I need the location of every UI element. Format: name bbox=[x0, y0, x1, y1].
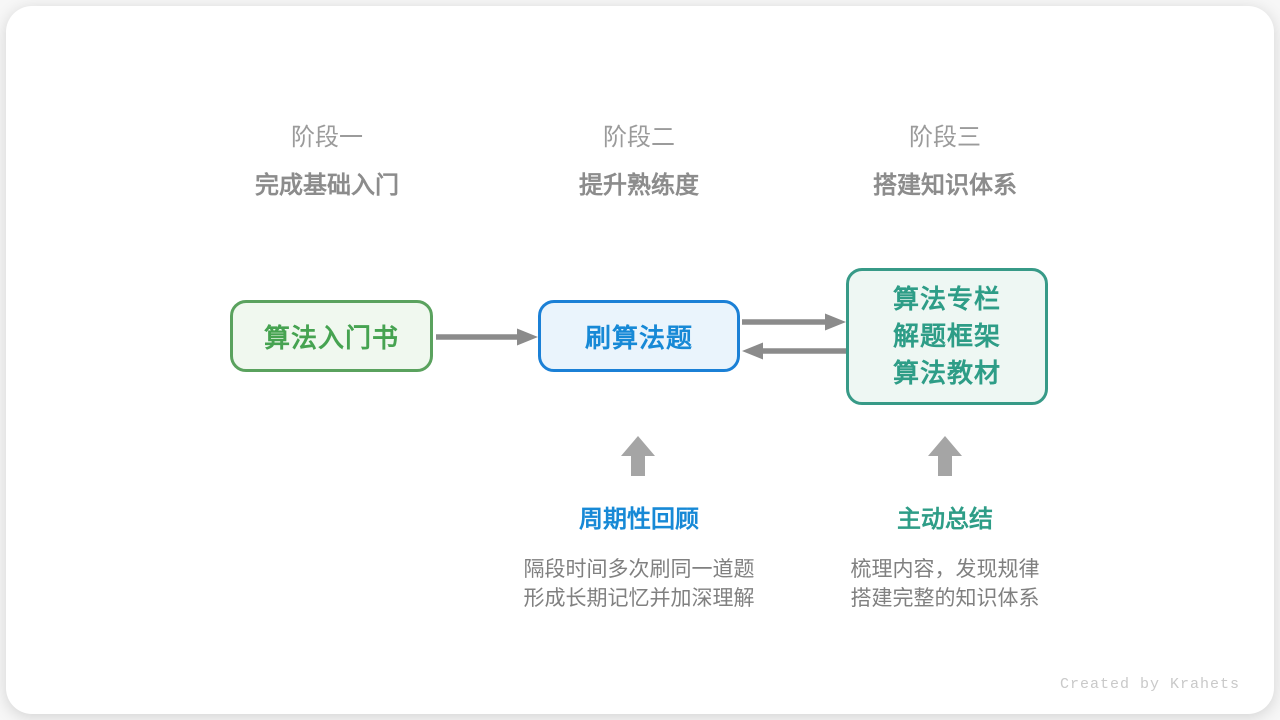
arrow-up-icon bbox=[928, 436, 962, 476]
method-periodic-review: 周期性回顾 隔段时间多次刷同一道题 形成长期记忆并加深理解 bbox=[479, 506, 799, 613]
desc-line: 隔段时间多次刷同一道题 bbox=[523, 558, 755, 581]
arrow-right-icon bbox=[742, 313, 846, 331]
stage-2-subtitle: 提升熟练度 bbox=[579, 172, 699, 199]
method-active-summary-desc: 梳理内容，发现规律 搭建完整的知识体系 bbox=[785, 555, 1105, 613]
node-resource-line-1: 算法专栏 bbox=[892, 284, 1001, 314]
stage-3-subtitle: 搭建知识体系 bbox=[873, 172, 1017, 199]
method-periodic-review-desc: 隔段时间多次刷同一道题 形成长期记忆并加深理解 bbox=[479, 555, 799, 613]
arrow-left-icon bbox=[742, 342, 846, 360]
desc-line: 形成长期记忆并加深理解 bbox=[523, 587, 755, 610]
stage-3-label: 阶段三 bbox=[909, 124, 981, 151]
credit-text: Created by Krahets bbox=[1059, 676, 1240, 693]
method-active-summary: 主动总结 梳理内容，发现规律 搭建完整的知识体系 bbox=[785, 506, 1105, 613]
method-active-summary-title: 主动总结 bbox=[897, 506, 993, 533]
stage-2-label: 阶段二 bbox=[603, 124, 675, 151]
node-resource-line-3: 算法教材 bbox=[892, 358, 1001, 388]
desc-line: 梳理内容，发现规律 bbox=[850, 558, 1040, 581]
stage-header-2: 阶段二 提升熟练度 bbox=[499, 124, 779, 200]
arrow-right-icon bbox=[436, 328, 538, 346]
node-practice-problems-label: 刷算法题 bbox=[584, 322, 693, 353]
stage-header-1: 阶段一 完成基础入门 bbox=[187, 124, 467, 200]
desc-line: 搭建完整的知识体系 bbox=[850, 587, 1040, 610]
stage-1-subtitle: 完成基础入门 bbox=[255, 172, 399, 199]
node-practice-problems: 刷算法题 bbox=[538, 300, 740, 372]
stage-1-label: 阶段一 bbox=[291, 124, 363, 151]
method-periodic-review-title: 周期性回顾 bbox=[579, 506, 699, 533]
node-intro-book-label: 算法入门书 bbox=[263, 322, 399, 353]
stage-header-3: 阶段三 搭建知识体系 bbox=[805, 124, 1085, 200]
node-intro-book: 算法入门书 bbox=[230, 300, 433, 372]
arrow-up-icon bbox=[621, 436, 655, 476]
node-knowledge-resources: 算法专栏 解题框架 算法教材 bbox=[846, 268, 1048, 405]
node-resource-line-2: 解题框架 bbox=[892, 321, 1001, 351]
